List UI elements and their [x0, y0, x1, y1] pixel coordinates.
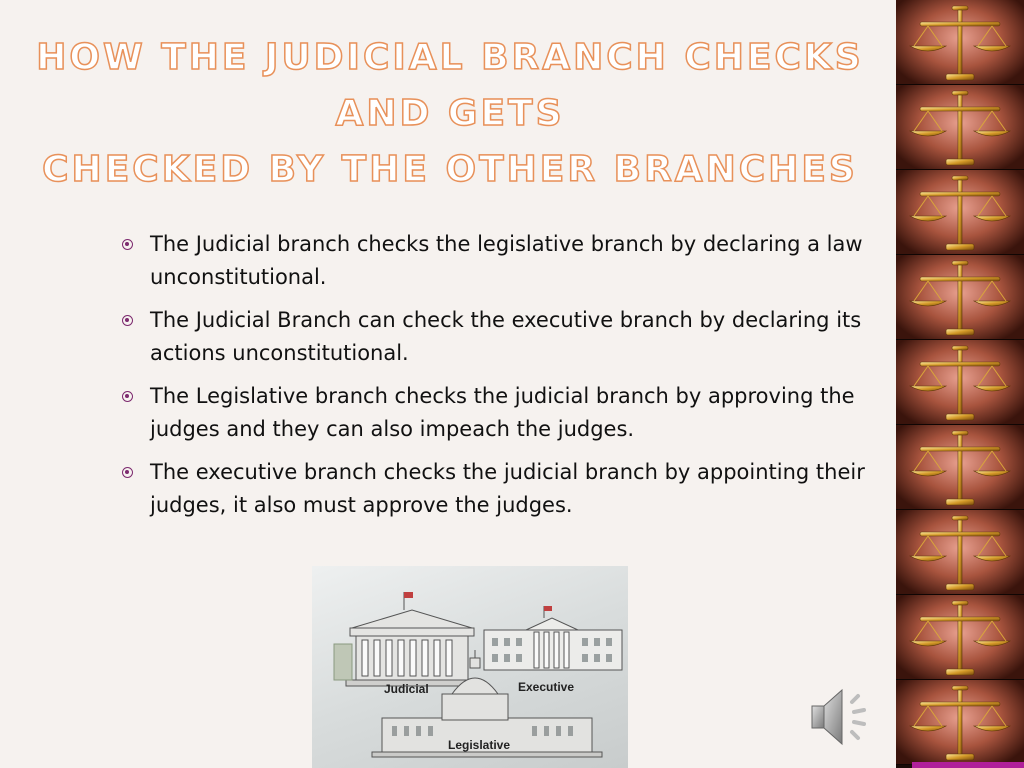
title-line: How the Judicial branch checks — [36, 36, 864, 79]
capitol-building — [371, 650, 603, 758]
scales-tile — [896, 340, 1024, 425]
scales-tile — [896, 170, 1024, 255]
bullet-text: The Legislative branch checks the judici… — [150, 384, 855, 441]
bullet-icon — [122, 315, 133, 326]
bullet-text: The Judicial Branch can check the execut… — [150, 308, 862, 365]
accent-bar — [912, 762, 1024, 768]
title-line: checked by the other branches — [41, 148, 858, 191]
scales-tile — [896, 595, 1024, 680]
legislative-label: Legislative — [448, 738, 511, 752]
bullet-item: The Judicial branch checks the legislati… — [122, 228, 872, 294]
title-line: and gets — [335, 92, 565, 135]
bullet-list: The Judicial branch checks the legislati… — [122, 228, 872, 532]
scales-tile — [896, 255, 1024, 340]
bullet-icon — [122, 467, 133, 478]
bullet-item: The Judicial Branch can check the execut… — [122, 304, 872, 370]
judicial-label: Judicial — [384, 682, 429, 696]
scales-of-justice-icon — [908, 600, 1012, 676]
speaker-audio-icon[interactable] — [806, 682, 878, 752]
bullet-text: The Judicial branch checks the legislati… — [150, 232, 863, 289]
government-buildings-drawing — [333, 592, 623, 758]
bullet-text: The executive branch checks the judicial… — [150, 460, 865, 517]
scales-of-justice-icon — [908, 5, 1012, 81]
scales-tile — [896, 0, 1024, 85]
supreme-court-building — [333, 592, 479, 687]
executive-label: Executive — [518, 680, 575, 694]
slide-title: How the Judicial branch checks and gets … — [30, 30, 870, 198]
scales-tile — [896, 680, 1024, 765]
scales-tile — [896, 425, 1024, 510]
scales-decorative-strip — [896, 0, 1024, 768]
scales-of-justice-icon — [908, 345, 1012, 421]
three-branches-illustration: Judicial Executive Legislative — [312, 566, 628, 768]
bullet-icon — [122, 239, 133, 250]
white-house-building — [483, 606, 623, 671]
bullet-icon — [122, 391, 133, 402]
scales-of-justice-icon — [908, 685, 1012, 761]
scales-of-justice-icon — [908, 260, 1012, 336]
bullet-item: The executive branch checks the judicial… — [122, 456, 872, 522]
scales-of-justice-icon — [908, 430, 1012, 506]
scales-tile — [896, 85, 1024, 170]
scales-of-justice-icon — [908, 90, 1012, 166]
scales-of-justice-icon — [908, 175, 1012, 251]
scales-tile — [896, 510, 1024, 595]
bullet-item: The Legislative branch checks the judici… — [122, 380, 872, 446]
scales-of-justice-icon — [908, 515, 1012, 591]
